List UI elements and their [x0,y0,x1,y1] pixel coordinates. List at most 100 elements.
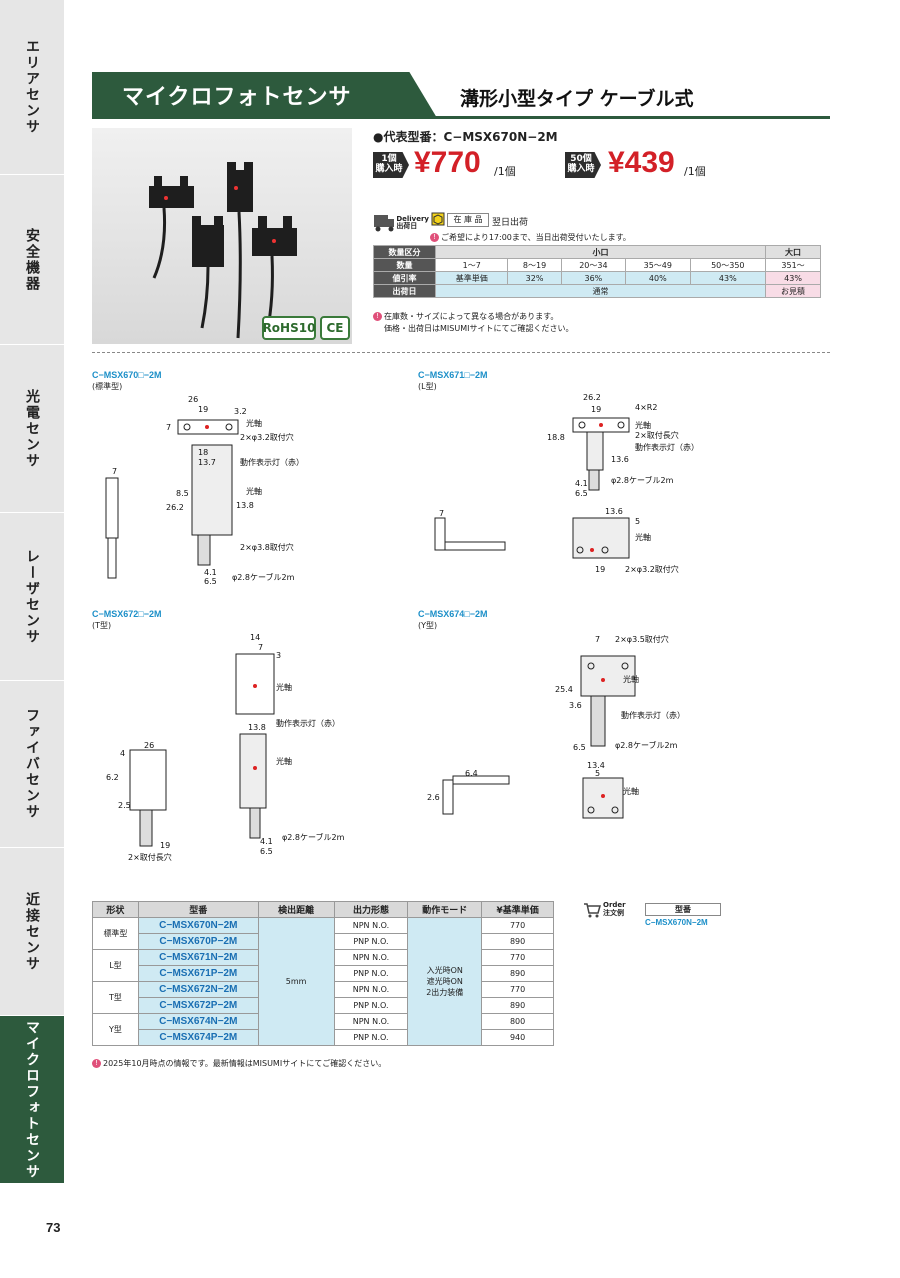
svg-text:19: 19 [198,405,208,414]
delivery-note: !ご希望により17:00まで、当日出荷受付いたします。 [430,232,631,243]
svg-text:5: 5 [635,517,640,526]
model-cell[interactable]: C−MSX671P−2M [137,965,259,982]
model-cell[interactable]: C−MSX674P−2M [137,1029,259,1046]
svg-text:7: 7 [439,509,444,518]
shape-cell: L型 [92,949,139,982]
diagram-sub-671: (L型) [418,382,437,391]
output-cell: PNP N.O. [333,965,409,982]
spec-note: !2025年10月時点の情報です。最新情報はMISUMIサイトにてご確認ください… [92,1058,386,1069]
svg-text:19: 19 [591,405,601,414]
price-cell: 940 [481,1029,554,1046]
svg-text:8.5: 8.5 [176,489,189,498]
ship-row-label: 出荷日 [373,284,436,298]
diagram-title-670: C−MSX670□−2M [92,370,162,380]
label-cable: φ2.8ケーブル2m [232,572,295,582]
qty-row-label: 数量 [373,258,436,272]
qty-note-line: 価格・出荷日はMISUMIサイトにてご確認ください。 [384,324,574,333]
sidebar-tab-area-sensor[interactable]: エリアセンサ [0,0,64,175]
svg-text:7: 7 [112,467,117,476]
truck-icon [374,215,395,232]
tier2-qty-suffix: 購入時 [567,164,595,174]
output-cell: PNP N.O. [333,1029,409,1046]
price-cell: 770 [481,981,554,998]
label-mount-32: 2×φ3.2取付穴 [625,564,679,574]
cart-icon [584,903,601,918]
svg-text:13.8: 13.8 [236,501,254,510]
svg-text:14: 14 [250,633,260,642]
note-icon: ! [92,1059,101,1068]
distance-cell: 5mm [257,917,335,1046]
label-indicator: 動作表示灯（赤） [635,442,699,452]
next-day-shipping: 翌日出荷 [492,218,529,228]
svg-text:26: 26 [144,741,154,750]
order-label-en: Order [603,901,626,909]
svg-text:7: 7 [595,635,600,644]
tier1-per: /1個 [494,165,516,178]
svg-text:4: 4 [120,749,125,758]
diagram-title-671: C−MSX671□−2M [418,370,488,380]
qty-header-large: 大口 [765,245,821,259]
spec-header: 形状 [92,901,139,918]
dimension-drawing-674: 7 2×φ3.5取付穴 光軸 25.43.6 動作表示灯（赤） 6.5 φ2.8… [427,634,685,819]
order-value[interactable]: C−MSX670N−2M [645,918,708,927]
sensor-illustration [149,162,297,339]
category-sidebar: エリアセンサ 安全機器 光電センサ レーザセンサ ファイバセンサ 近接センサ マ… [0,0,64,1190]
sidebar-tab-photoelectric[interactable]: 光電センサ [0,345,64,513]
svg-text:13.6: 13.6 [611,455,629,464]
svg-text:19: 19 [160,841,170,850]
svg-text:3.2: 3.2 [234,407,247,416]
label-optical-axis: 光軸 [246,418,262,428]
qty-header-small: 小口 [434,245,767,259]
qty-cell: 8〜19 [507,258,562,272]
sidebar-tab-laser[interactable]: レーザセンサ [0,513,64,681]
sidebar-tab-fiber[interactable]: ファイバセンサ [0,681,64,848]
ship-cell: お見積 [765,284,821,298]
output-cell: NPN N.O. [333,981,409,998]
label-cable: φ2.8ケーブル2m [615,740,678,750]
note-icon: ! [430,233,439,242]
quantity-discount-table: 数量区分 小口 大口 数量 1〜7 8〜19 20〜34 35〜49 50〜35… [373,245,821,298]
sidebar-tab-proximity[interactable]: 近接センサ [0,848,64,1016]
mode-cell: 入光時ON 遮光時ON 2出力装備 [407,917,483,1046]
model-cell[interactable]: C−MSX672N−2M [137,981,259,998]
ship-cell: 通常 [434,284,767,298]
discount-cell: 32% [507,271,562,285]
price-cell: 770 [481,949,554,966]
svg-text:26: 26 [188,395,198,404]
spec-header: 動作モード [407,901,483,918]
discount-cell: 36% [560,271,627,285]
model-cell[interactable]: C−MSX674N−2M [137,1013,259,1030]
sidebar-tab-safety[interactable]: 安全機器 [0,175,64,345]
page-title-banner: マイクロフォトセンサ [92,72,437,118]
spec-header: 型番 [137,901,259,918]
svg-text:26.2: 26.2 [583,393,601,402]
svg-text:2.6: 2.6 [427,793,440,802]
sidebar-tab-micro-photo[interactable]: マイクロフォトセンサ [0,1016,64,1184]
model-cell[interactable]: C−MSX670P−2M [137,933,259,950]
tier2-qty: 50個 [570,154,592,165]
svg-text:6.5: 6.5 [260,847,273,856]
rohs-badge: RoHS10 [262,316,316,340]
model-cell[interactable]: C−MSX670N−2M [137,917,259,934]
model-cell[interactable]: C−MSX672P−2M [137,997,259,1014]
spec-table: 形状 型番 検出距離 出力形態 動作モード ¥基準単価 標準型 C−MSX670… [92,901,554,1046]
output-cell: NPN N.O. [333,1013,409,1030]
product-photo [92,128,352,344]
order-example: Order 注文例 [583,901,626,922]
svg-text:26.2: 26.2 [166,503,184,512]
order-title: 型番 [645,903,721,916]
label-indicator: 動作表示灯（赤） [276,718,340,728]
svg-text:4.1: 4.1 [260,837,273,846]
svg-text:19: 19 [595,565,605,574]
qty-cell: 20〜34 [560,258,627,272]
discount-cell: 基準単価 [434,271,509,285]
label-optical-axis: 光軸 [623,674,639,684]
qty-header-label: 数量区分 [373,245,436,259]
model-cell[interactable]: C−MSX671N−2M [137,949,259,966]
qty-note-line: 在庫数・サイズによって異なる場合があります。 [384,312,559,321]
stock-label: 在 庫 品 [447,213,489,227]
representative-model: ●代表型番：C−MSX670N−2M [373,130,558,144]
delivery-note-text: ご希望により17:00まで、当日出荷受付いたします。 [441,233,631,242]
header-divider [92,116,830,119]
